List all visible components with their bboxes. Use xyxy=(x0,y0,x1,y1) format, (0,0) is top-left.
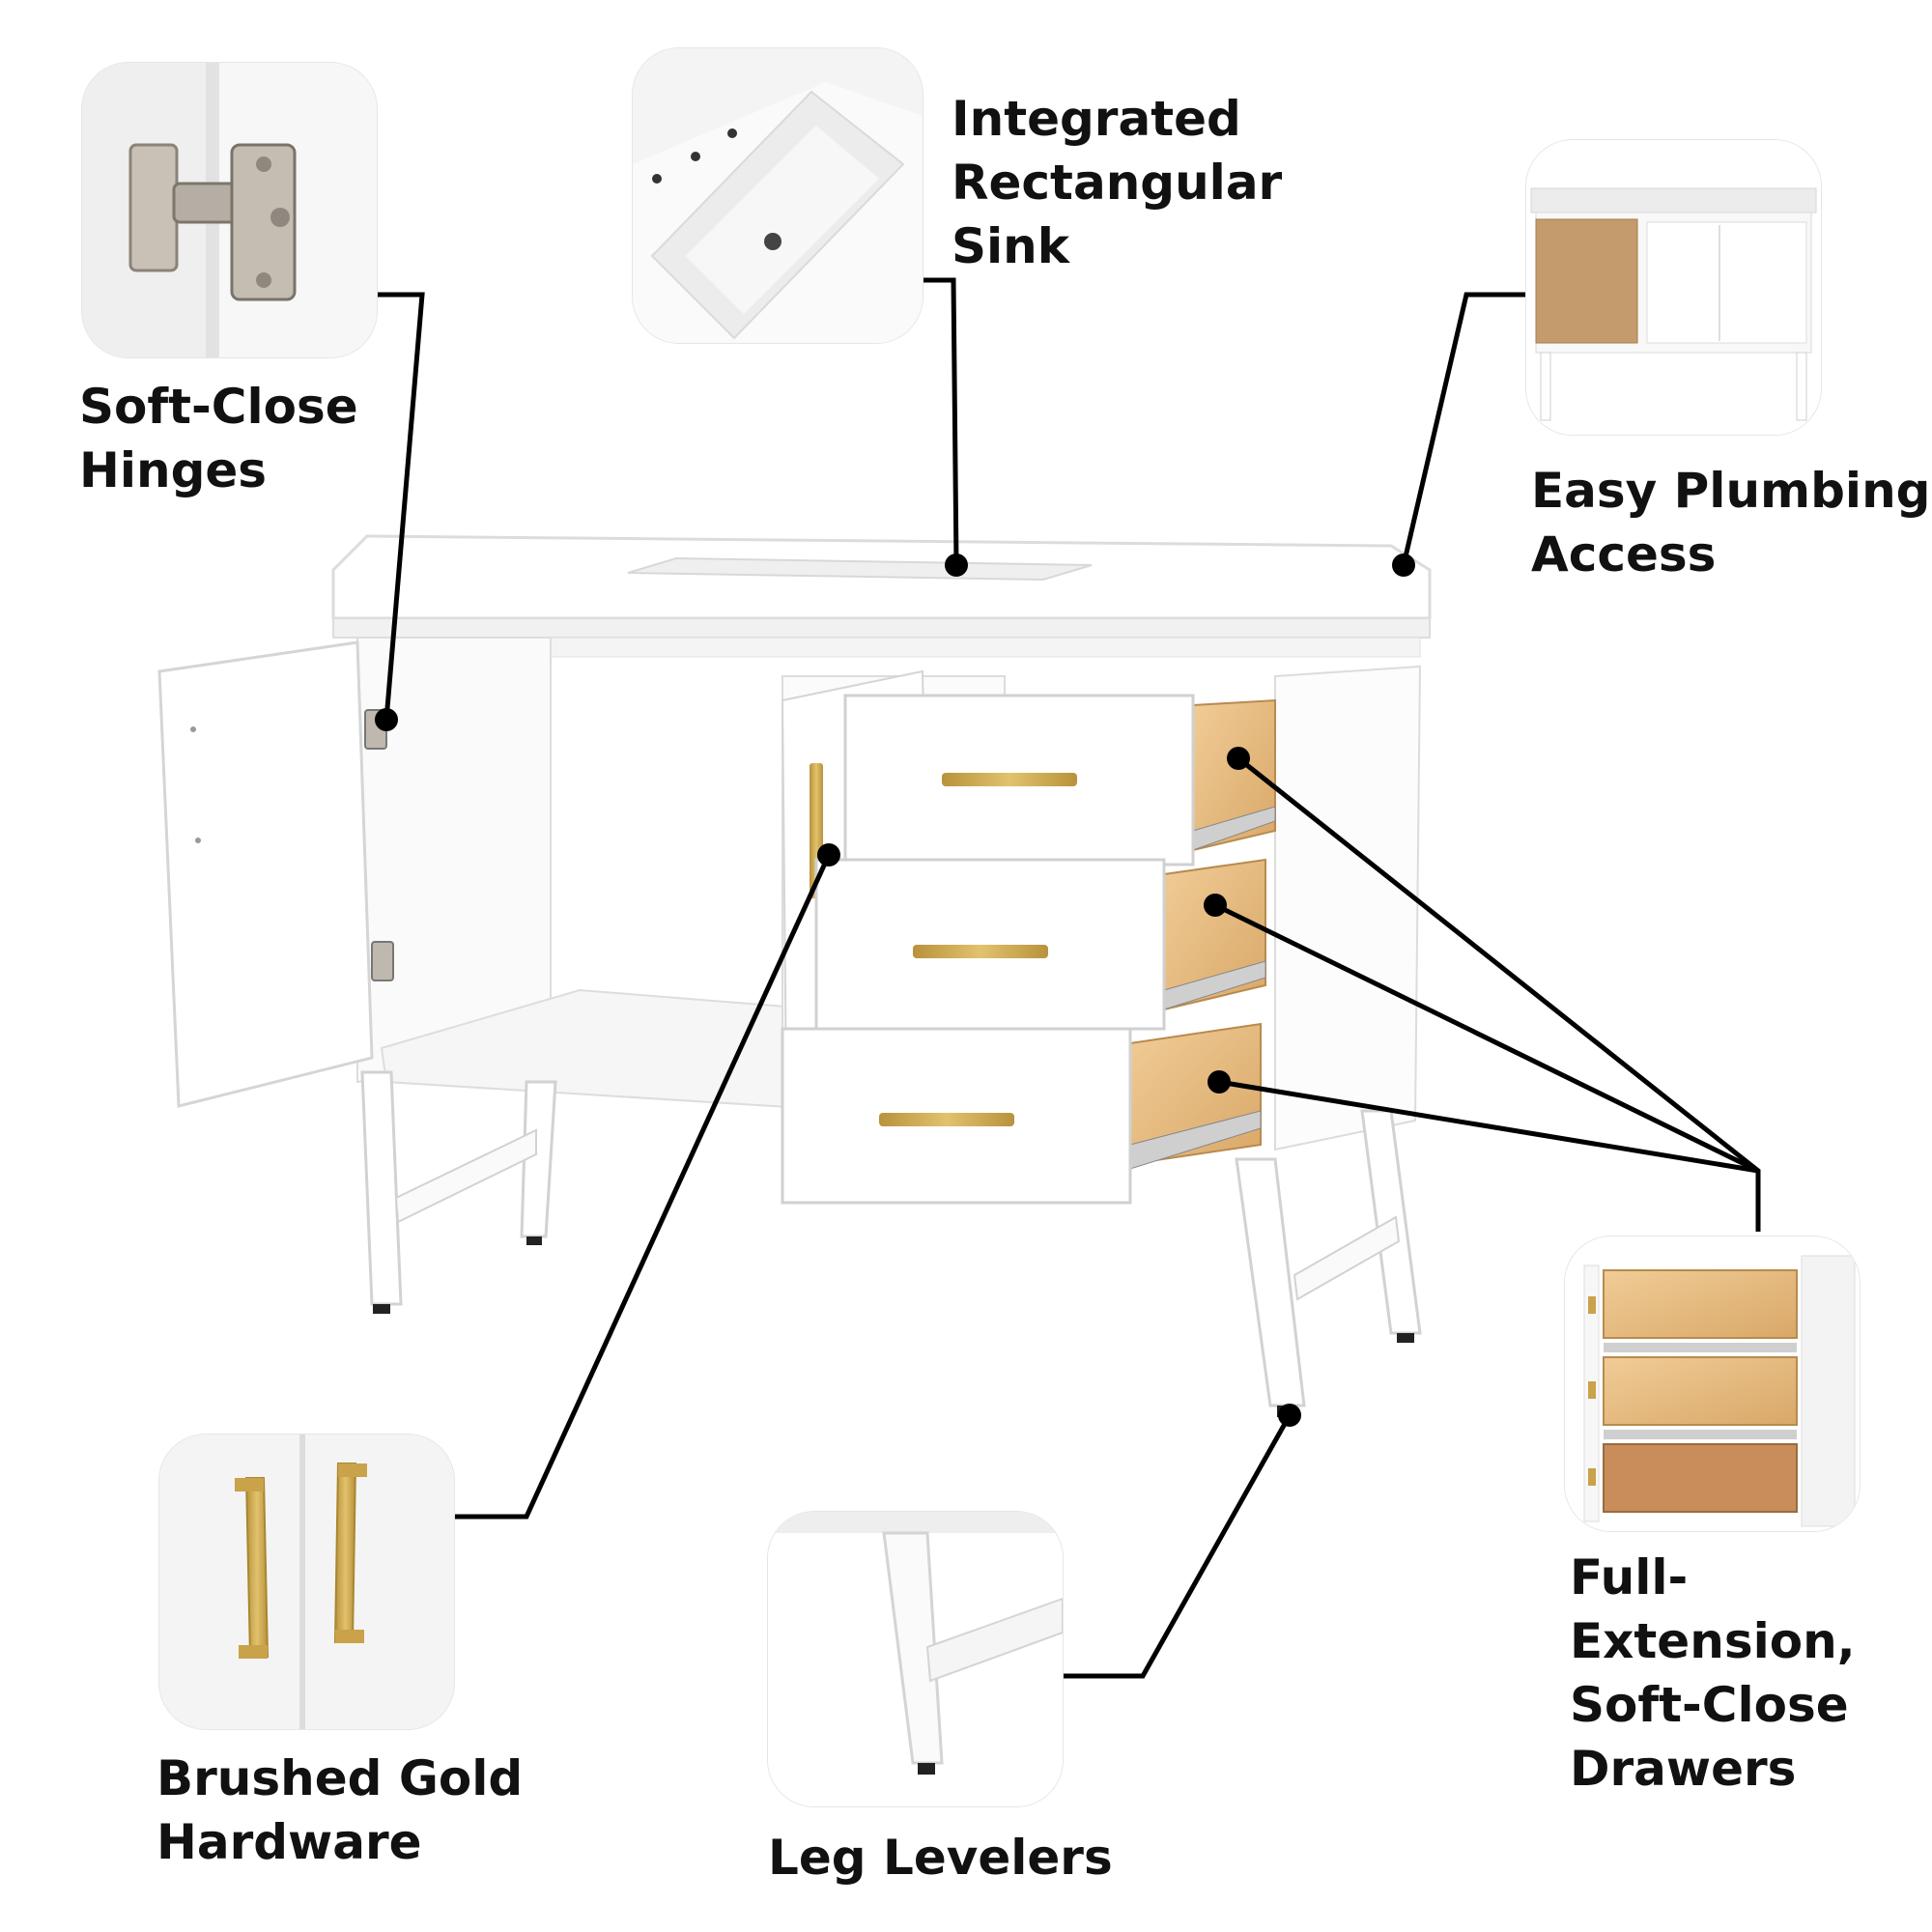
feature-label-plumbing: Easy Plumbing Access xyxy=(1531,463,1931,582)
vanity-legs xyxy=(360,1070,1422,1417)
feature-label-drawers: Full-Extension, Soft-Close Drawers xyxy=(1570,1549,1856,1797)
feature-label-hardware: Brushed Gold Hardware xyxy=(156,1750,524,1870)
callout-lines xyxy=(377,277,1761,1679)
callout-dots xyxy=(375,554,1415,1427)
feature-label-levelers: Leg Levelers xyxy=(768,1830,1113,1886)
feature-label-hinges: Soft-Close Hinges xyxy=(79,379,358,498)
drawer-middle xyxy=(814,858,1266,1031)
open-cabinet-door xyxy=(157,640,394,1108)
sink-thumbnail xyxy=(633,48,923,343)
plumbing-access-thumbnail xyxy=(1526,140,1821,435)
hinges-thumbnail xyxy=(82,63,377,357)
vanity-countertop xyxy=(331,534,1432,639)
drawer-bottom xyxy=(781,1022,1262,1205)
feature-label-sink: Integrated Rectangular Sink xyxy=(952,91,1283,274)
drawers-thumbnail xyxy=(1565,1236,1860,1531)
hardware-thumbnail xyxy=(159,1435,454,1729)
leg-levelers-thumbnail xyxy=(768,1512,1063,1806)
drawer-top xyxy=(843,694,1276,867)
